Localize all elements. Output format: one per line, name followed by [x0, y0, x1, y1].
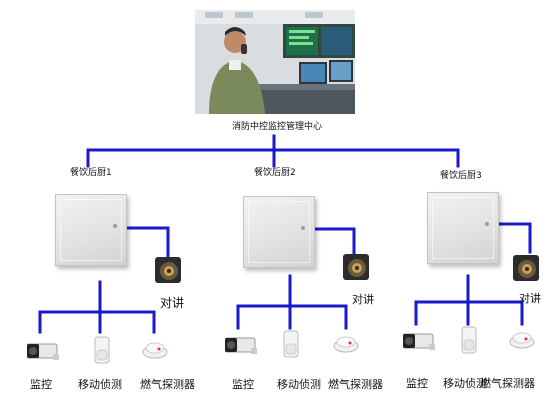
camera-icon	[27, 343, 59, 360]
kitchen-1-label: 餐饮后厨1	[70, 168, 112, 178]
kitchen-2-device-gas: 燃气探测器	[328, 378, 383, 391]
kitchen-2-device-motion: 移动侦测	[277, 378, 321, 391]
gas-detector-icon	[333, 336, 359, 353]
kitchen-1-control-box	[55, 194, 127, 266]
center-label: 消防中控监控管理中心	[232, 122, 323, 132]
kitchen-1-device-camera: 监控	[30, 378, 52, 391]
motion-sensor-icon	[461, 326, 477, 354]
motion-sensor-icon	[283, 330, 299, 358]
kitchen-2-control-box	[243, 196, 315, 268]
motion-sensor-icon	[94, 336, 110, 364]
lock-icon	[301, 226, 305, 230]
kitchen-3-label: 餐饮后厨3	[440, 171, 482, 181]
kitchen-3-device-gas: 燃气探测器	[480, 377, 535, 390]
lock-icon	[113, 224, 117, 228]
camera-icon	[403, 333, 435, 350]
kitchen-3-device-motion: 移动侦测	[443, 377, 487, 390]
kitchen-2-label: 餐饮后厨2	[254, 168, 296, 178]
gas-detector-icon	[509, 332, 535, 349]
kitchen-3-device-camera: 监控	[406, 377, 428, 390]
kitchen-1-intercom-label: 对讲	[160, 296, 185, 310]
kitchen-3-control-box	[427, 192, 499, 264]
lock-icon	[485, 222, 489, 226]
intercom-speaker-icon	[343, 254, 369, 280]
kitchen-2-intercom-label: 对讲	[352, 293, 374, 306]
kitchen-3-intercom-label: 对讲	[519, 292, 541, 305]
intercom-speaker-icon	[513, 255, 539, 281]
camera-icon	[225, 337, 257, 354]
kitchen-1-device-gas: 燃气探测器	[140, 378, 195, 391]
gas-detector-icon	[142, 342, 168, 359]
kitchen-1-device-motion: 移动侦测	[78, 378, 122, 391]
kitchen-2-device-camera: 监控	[232, 378, 254, 391]
monitoring-center-photo	[195, 10, 355, 114]
intercom-speaker-icon	[155, 257, 181, 283]
